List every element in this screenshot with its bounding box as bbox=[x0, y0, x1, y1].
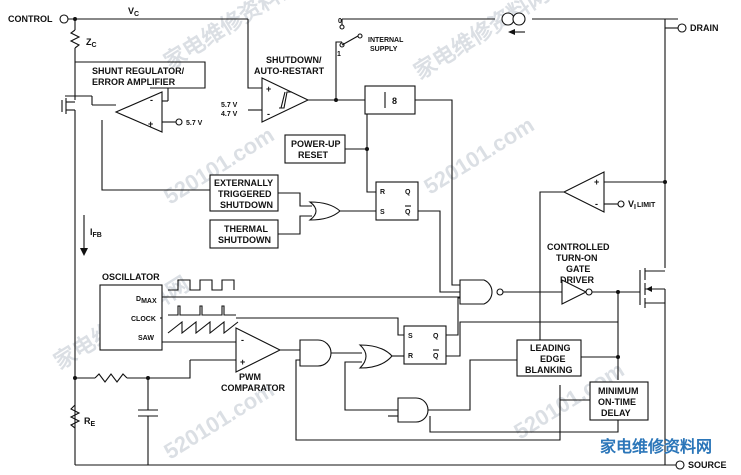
shunt-label-line1: SHUNT REGULATOR/ bbox=[92, 66, 185, 76]
svg-text:+: + bbox=[240, 357, 245, 367]
svg-text:RESET: RESET bbox=[298, 150, 329, 160]
re-resistor: RE bbox=[69, 373, 158, 465]
svg-text:GATE: GATE bbox=[566, 264, 590, 274]
divide-by-8-block: 8 bbox=[364, 85, 460, 286]
svg-text:-: - bbox=[267, 109, 270, 119]
svg-text:Q: Q bbox=[433, 333, 439, 340]
svg-text:SHUTDOWN: SHUTDOWN bbox=[218, 235, 271, 245]
or-gate-reset bbox=[358, 344, 393, 369]
and-gate-main bbox=[459, 279, 493, 305]
vc-label: VC bbox=[128, 6, 139, 18]
zc-label: ZC bbox=[86, 37, 97, 49]
shutdown-auto-restart-block: SHUTDOWN/ AUTO-RESTART + - 5.7 V 4.7 V bbox=[221, 19, 365, 123]
svg-text:S: S bbox=[380, 209, 385, 216]
svg-text:THERMAL: THERMAL bbox=[224, 224, 268, 234]
control-pin: CONTROL bbox=[8, 14, 69, 24]
shunt-label-line2: ERROR AMPLIFIER bbox=[92, 77, 176, 87]
or-gate-shutdown bbox=[308, 201, 341, 221]
shutdown-label-line2: AUTO-RESTART bbox=[254, 66, 325, 76]
svg-text:0: 0 bbox=[338, 18, 342, 25]
gate-driver-block: CONTROLLED TURN-ON GATE DRIVER bbox=[500, 242, 640, 305]
svg-text:8: 8 bbox=[392, 96, 397, 106]
svg-text:R: R bbox=[408, 353, 413, 360]
svg-text:DELAY: DELAY bbox=[601, 408, 631, 418]
oscillator-block: OSCILLATOR DMAX CLOCK SAW bbox=[99, 272, 460, 351]
svg-text:R: R bbox=[380, 189, 385, 196]
svg-text:MINIMUM: MINIMUM bbox=[598, 386, 639, 396]
shutdown-label-line1: SHUTDOWN/ bbox=[266, 55, 322, 65]
svg-text:DMAX: DMAX bbox=[136, 296, 157, 305]
svg-text:4.7 V: 4.7 V bbox=[221, 111, 238, 118]
svg-text:+: + bbox=[266, 84, 271, 94]
svg-text:TURN-ON: TURN-ON bbox=[556, 253, 598, 263]
externally-triggered-shutdown-block: EXTERNALLY TRIGGERED SHUTDOWN bbox=[101, 120, 312, 212]
error-amplifier bbox=[114, 91, 163, 133]
svg-text:PWM: PWM bbox=[239, 372, 261, 382]
svg-text:5.7 V: 5.7 V bbox=[221, 102, 238, 109]
svg-text:1: 1 bbox=[337, 51, 341, 58]
control-label: CONTROL bbox=[8, 14, 53, 24]
svg-text:CLOCK: CLOCK bbox=[131, 316, 156, 323]
power-mosfet bbox=[616, 268, 666, 465]
ref-5v7-b: 5.7 V bbox=[186, 120, 203, 127]
svg-text:COMPARATOR: COMPARATOR bbox=[221, 383, 285, 393]
rs-flipflop-pwm: S R Q Q bbox=[403, 297, 618, 365]
svg-text:SAW: SAW bbox=[138, 335, 154, 342]
svg-text:VILIMIT: VILIMIT bbox=[628, 199, 656, 211]
power-up-reset-block: POWER-UP RESET bbox=[284, 114, 378, 193]
zc-zener-diode: ZC bbox=[69, 19, 97, 62]
svg-text:DRAIN: DRAIN bbox=[690, 23, 719, 33]
svg-text:Q: Q bbox=[405, 189, 411, 196]
svg-text:S: S bbox=[408, 333, 413, 340]
svg-text:BLANKING: BLANKING bbox=[525, 365, 573, 375]
drain-pin: DRAIN bbox=[665, 23, 719, 33]
svg-text:EDGE: EDGE bbox=[540, 354, 566, 364]
svg-text:Q: Q bbox=[433, 353, 439, 360]
svg-text:+: + bbox=[594, 177, 599, 187]
svg-text:ON-TIME: ON-TIME bbox=[598, 397, 636, 407]
watermark-logo: 家电维修资料网 bbox=[600, 437, 712, 456]
leading-edge-blanking-block: LEADING EDGE BLANKING bbox=[516, 339, 620, 377]
svg-text:SUPPLY: SUPPLY bbox=[370, 46, 398, 53]
svg-text:Q: Q bbox=[405, 209, 411, 216]
thermal-shutdown-block: THERMAL SHUTDOWN bbox=[209, 215, 312, 249]
svg-text:SHUTDOWN: SHUTDOWN bbox=[220, 200, 273, 210]
svg-text:-: - bbox=[595, 199, 598, 209]
svg-text:INTERNAL: INTERNAL bbox=[368, 37, 404, 44]
internal-supply-switch: 0 1 INTERNAL SUPPLY bbox=[337, 18, 404, 58]
current-source bbox=[501, 12, 526, 35]
shunt-regulator-block: SHUNT REGULATOR/ ERROR AMPLIFIER - + 5.7… bbox=[61, 61, 206, 465]
svg-text:POWER-UP: POWER-UP bbox=[291, 139, 341, 149]
svg-text:-: - bbox=[150, 95, 153, 105]
and-gate-min-on-time bbox=[397, 397, 429, 423]
svg-text:LEADING: LEADING bbox=[530, 343, 571, 353]
svg-text:IFB: IFB bbox=[90, 227, 102, 239]
current-limit-comparator: + - VILIMIT bbox=[539, 171, 667, 340]
svg-text:EXTERNALLY: EXTERNALLY bbox=[214, 178, 273, 188]
watermark-text-6: 家电维修资料网 bbox=[409, 0, 553, 84]
svg-text:CONTROLLED: CONTROLLED bbox=[547, 242, 610, 252]
ifb-current-arrow: IFB bbox=[80, 215, 102, 256]
svg-text:-: - bbox=[241, 335, 244, 345]
svg-text:DRIVER: DRIVER bbox=[560, 275, 595, 285]
source-pin: SOURCE bbox=[675, 460, 727, 470]
svg-text:+: + bbox=[148, 119, 153, 129]
pwm-comparator: - + PWM COMPARATOR bbox=[150, 327, 300, 393]
and-gate-pwm bbox=[299, 339, 332, 367]
watermark-text-2: 520101.com bbox=[419, 112, 538, 199]
svg-text:TRIGGERED: TRIGGERED bbox=[218, 189, 272, 199]
minimum-on-time-delay-block: MINIMUM ON-TIME DELAY bbox=[429, 381, 649, 433]
svg-text:SOURCE: SOURCE bbox=[688, 460, 727, 470]
rs-flipflop-shutdown: R S Q Q bbox=[375, 181, 460, 293]
svg-text:OSCILLATOR: OSCILLATOR bbox=[102, 272, 160, 282]
svg-text:RE: RE bbox=[84, 416, 96, 428]
